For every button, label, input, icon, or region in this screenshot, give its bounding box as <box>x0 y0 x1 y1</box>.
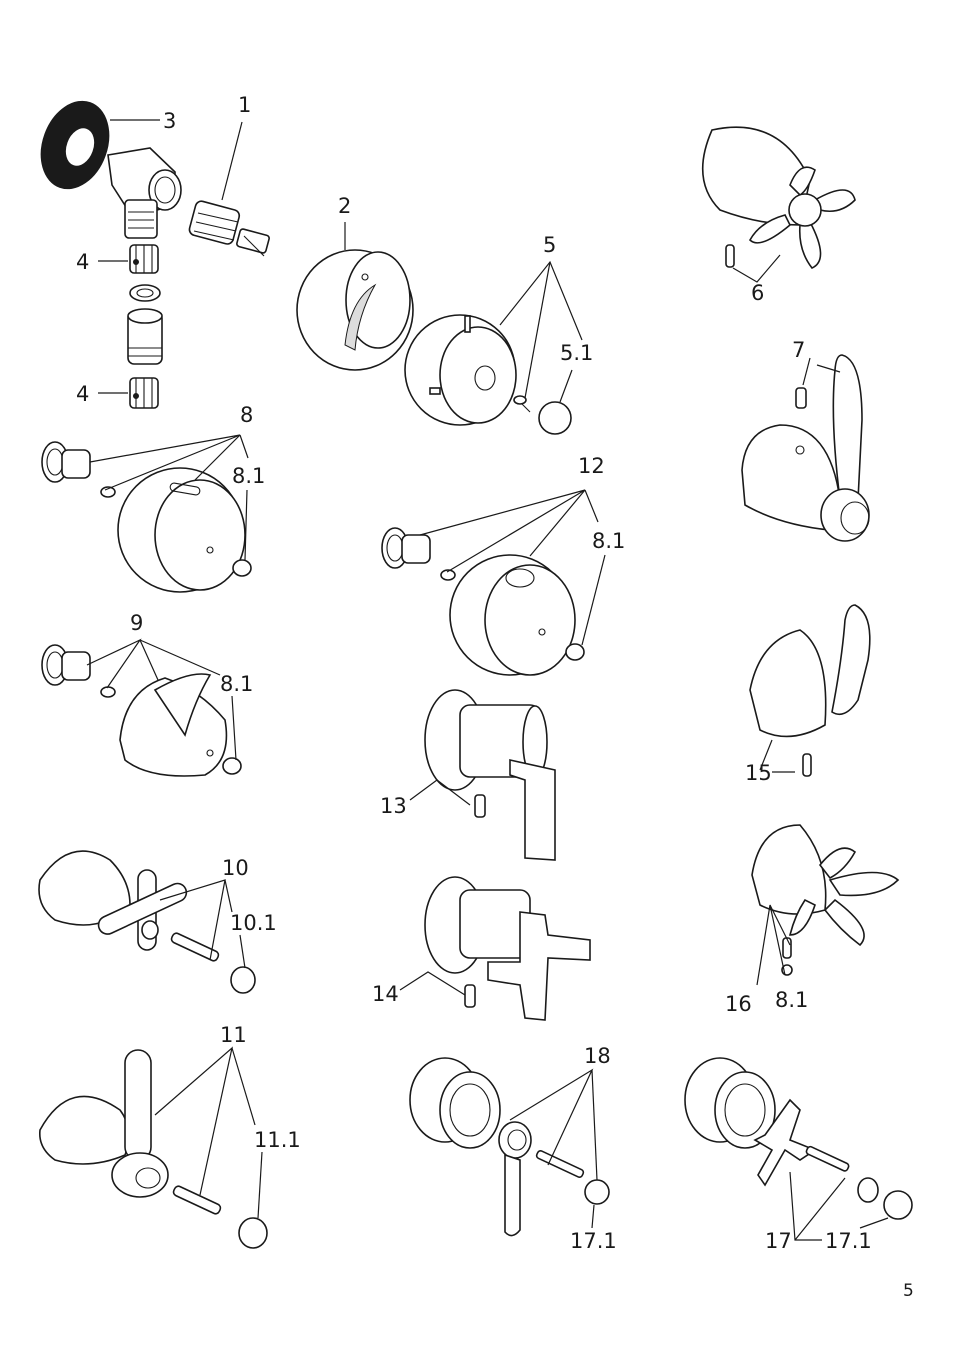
callout-18: 18 <box>584 1044 611 1068</box>
part-1-cartridge <box>188 200 270 257</box>
callout-16: 16 <box>725 992 752 1016</box>
part-8-adapter <box>41 441 116 498</box>
part-17-cross-assembly <box>684 1057 913 1220</box>
part-4-insert-upper <box>129 244 159 274</box>
part-7-lever-handle <box>741 354 870 542</box>
part-4-insert-lower <box>129 377 159 409</box>
callout-11: 11 <box>220 1023 247 1047</box>
part-5-knob <box>404 314 517 426</box>
callout-8-1-c: 8.1 <box>220 672 253 696</box>
part-8-knob <box>117 467 252 593</box>
callout-8-1-a: 8.1 <box>232 464 265 488</box>
part-13-lever <box>424 689 556 861</box>
callout-6: 6 <box>751 281 764 305</box>
part-12-knob <box>449 554 585 676</box>
callout-8-1-b: 8.1 <box>592 529 625 553</box>
callout-5: 5 <box>543 233 556 257</box>
callout-1: 1 <box>238 93 251 117</box>
callouts: 3 1 4 4 2 5 5.1 6 7 8 8.1 12 8.1 9 8.1 1… <box>76 93 872 1253</box>
callout-17-1-a: 17.1 <box>570 1229 617 1253</box>
callout-4-upper: 4 <box>76 250 89 274</box>
callout-7: 7 <box>792 338 805 362</box>
callout-17: 17 <box>765 1229 792 1253</box>
page-number: 5 <box>903 1281 914 1301</box>
part-3-rosette <box>40 100 110 190</box>
callout-11-1: 11.1 <box>254 1128 301 1152</box>
part-5-screw <box>513 395 531 413</box>
part-9-knob <box>119 673 242 777</box>
callout-13: 13 <box>380 794 407 818</box>
callout-3: 3 <box>163 109 176 133</box>
part-10-cross-handle <box>38 850 256 994</box>
part-5-1-cap <box>538 401 572 435</box>
callout-8-1-d: 8.1 <box>775 988 808 1012</box>
callout-15: 15 <box>745 761 772 785</box>
part-12-adapter <box>381 527 456 581</box>
part-14-cross <box>424 876 591 1021</box>
part-6-cross-handle <box>701 126 856 269</box>
extension-sleeve <box>127 308 163 365</box>
leader-lines <box>86 119 889 1241</box>
callout-14: 14 <box>372 982 399 1006</box>
callout-8: 8 <box>240 403 253 427</box>
part-valve-body <box>107 147 182 239</box>
callout-9: 9 <box>130 611 143 635</box>
callout-2: 2 <box>338 194 351 218</box>
callout-17-1-b: 17.1 <box>825 1229 872 1253</box>
callout-5-1: 5.1 <box>560 341 593 365</box>
callout-4-lower: 4 <box>76 382 89 406</box>
part-9-adapter <box>41 644 116 698</box>
callout-10-1: 10.1 <box>230 911 277 935</box>
washer <box>129 284 161 302</box>
part-18-lever-assembly <box>409 1057 610 1237</box>
callout-12: 12 <box>578 454 605 478</box>
part-2-cap <box>296 249 414 371</box>
part-16-cross-handle <box>751 824 900 976</box>
part-11-lever-handle <box>38 1049 268 1249</box>
part-15-lever-handle <box>749 604 871 777</box>
callout-10: 10 <box>222 856 249 880</box>
